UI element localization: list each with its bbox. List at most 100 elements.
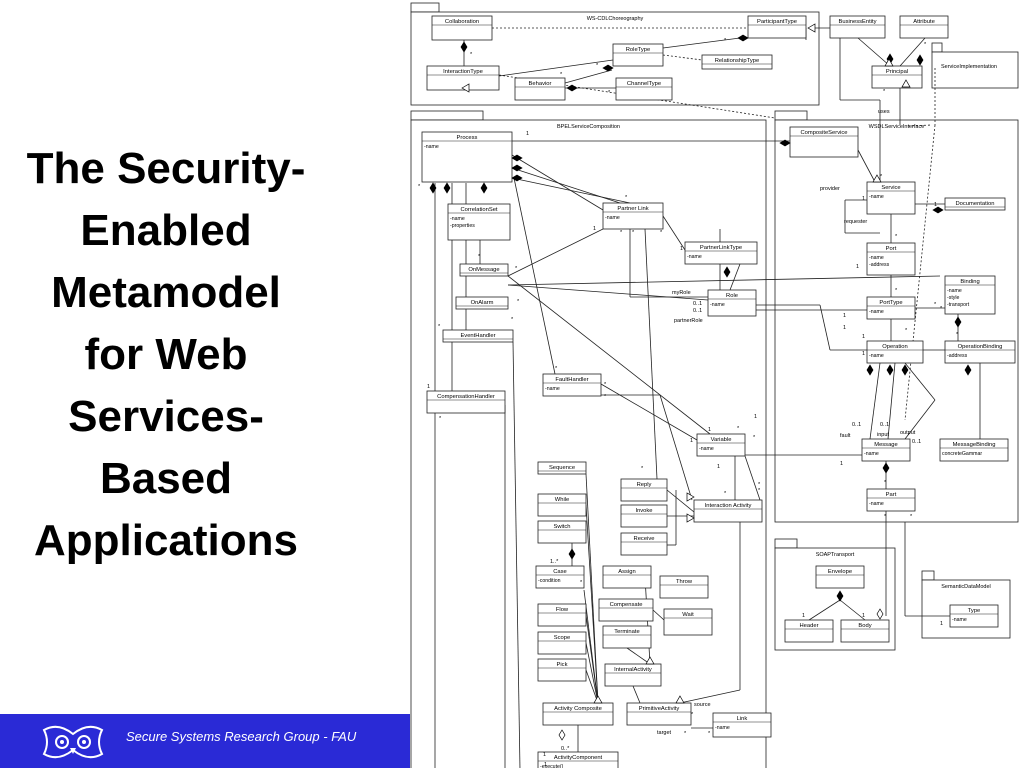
association-label: * [753,435,756,441]
generalization-arrow-icon [675,695,685,704]
generalization-arrow-icon [686,513,695,523]
association-label: * [905,328,908,334]
association-line [652,609,665,621]
class-documentation: Documentation [944,197,1006,211]
class-name: OnAlarm [471,300,494,306]
class-partner-link-type: PartnerLinkType-name [684,241,758,265]
association-line [839,599,866,621]
association-label: * [604,394,607,400]
class-name: Body [858,623,871,629]
association-label: 1 [940,621,943,627]
association-label: 0..1 [693,301,702,307]
class-name: MessageBinding [953,442,996,448]
class-compensation-handler: CompensationHandler [426,390,506,414]
composition-diamond-icon [866,364,874,376]
class-name: Receive [634,536,655,542]
class-name: RoleType [626,47,651,53]
class-flow: Flow [537,603,587,627]
title-line: for Web [84,330,248,379]
class-process: Process-name [421,131,513,183]
class-switch: Switch [537,520,587,544]
class-name: Flow [556,607,569,613]
class-name: Activity Composite [554,706,602,712]
association-label: fault [840,433,851,439]
association-label: * [758,488,761,494]
association-label: * [691,712,694,718]
composition-diamond-icon [737,34,749,42]
class-operation: Operation-name [866,340,924,364]
marker-group [429,23,972,741]
class-name: Attribute [913,19,935,25]
class-name: Message [874,442,898,448]
package-name: SOAPTransport [816,552,855,558]
association-line [585,642,599,704]
association-label: 1 [717,464,720,470]
association-group [434,27,981,768]
class-name: PortType [879,300,902,306]
title-line: Services- [68,392,264,441]
association-label: input [877,432,889,438]
aggregation-diamond-icon [876,608,884,620]
association-label: 1 [862,351,865,357]
class-compensate: Compensate [598,598,654,622]
class-attribute: -name [869,255,884,261]
association-label: * [515,266,518,272]
association-label: myRole [672,290,691,296]
class-name: ActivityComponent [554,755,603,761]
class-name: Scope [554,635,570,641]
class-name: Pick [557,662,568,668]
association-line [744,455,761,501]
association-line [585,669,599,704]
class-attribute: -name [952,617,967,623]
association-label: * [758,482,761,488]
class-attribute: -address [947,353,968,359]
class-name: Binding [960,279,979,285]
association-label: * [684,731,687,737]
association-label: * [470,52,473,58]
association-line [626,647,651,665]
class-activity-component: ActivityComponent-execute() [537,751,619,768]
class-name: FaultHandler [555,377,588,383]
class-sequence: Sequence [537,461,587,475]
association-label: 1 [593,226,596,232]
class-business-entity: BusinessEntity [829,15,886,39]
association-label: * [708,731,711,737]
association-line [904,124,936,421]
association-label: 0..1 [912,439,921,445]
class-while: While [537,493,587,517]
class-message: Message-name [861,438,911,462]
class-attribute: -name [545,386,560,392]
class-name: OperationBinding [958,344,1003,350]
association-label: * [880,174,883,180]
class-on-alarm: OnAlarm [455,296,509,310]
class-body: Body [840,619,890,643]
association-label: * [596,63,599,69]
class-attribute: -name [947,288,962,294]
association-label: * [438,324,441,330]
title-line: Metamodel [51,268,281,317]
class-internal-activity: InternalActivity [604,663,662,687]
association-line [907,124,933,127]
class-composite-service: CompositeService [789,126,859,158]
generalization-arrow-icon [884,58,894,67]
class-name: Partner Link [617,206,648,212]
association-label: 1 [843,313,846,319]
generalization-arrow-icon [901,79,911,88]
generalization-arrow-icon [807,23,816,33]
class-header: Header [784,619,834,643]
package-semantic: SemanticDataModel [921,570,1011,639]
class-attribute: -name [710,302,725,308]
class-assign: Assign [602,565,652,589]
owl-logo-icon [42,725,104,759]
class-attribute: -style [947,295,960,301]
association-line [666,489,695,513]
class-receive: Receive [620,532,668,556]
association-label: 1 [543,752,546,758]
class-port: Port-name-address [866,242,916,276]
class-partner-link: Partner Link-name [602,202,664,230]
class-name: InternalActivity [614,667,652,673]
class-attribute: Attribute [899,15,949,39]
class-name: InteractionType [443,69,483,75]
class-throw: Throw [659,575,709,599]
